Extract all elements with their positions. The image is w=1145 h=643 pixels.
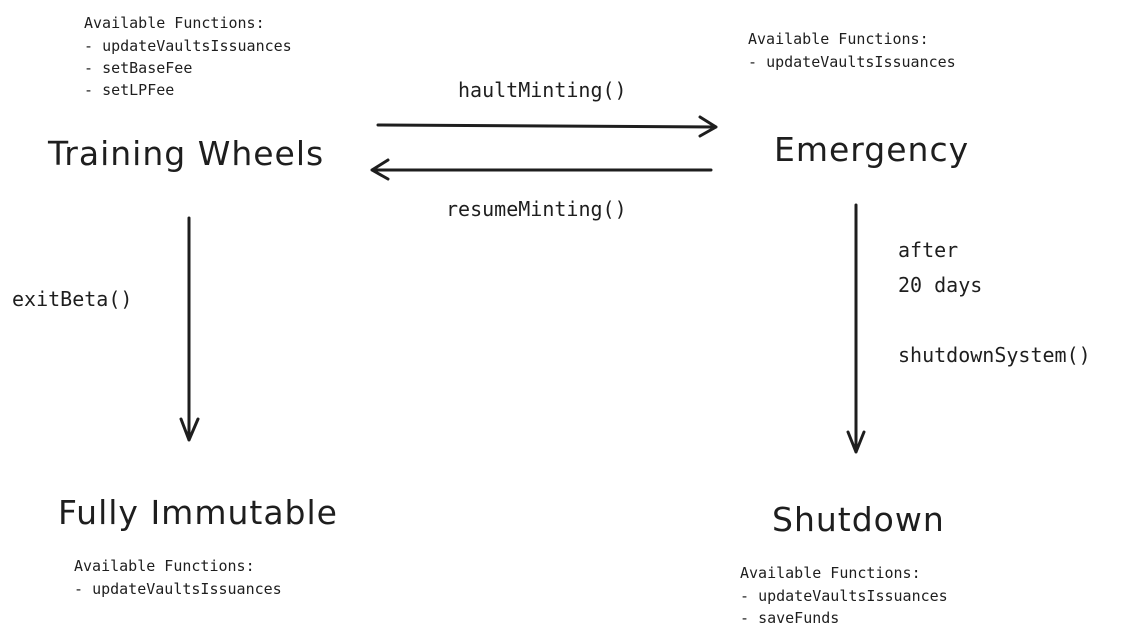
exit-beta-arrow [179, 216, 200, 442]
hault-minting-label: haultMinting() [458, 78, 627, 102]
function-item: updateVaultsIssuances [84, 35, 292, 57]
function-item: updateVaultsIssuances [748, 51, 956, 73]
shutdown-functions-list: updateVaultsIssuances saveFunds [740, 585, 948, 629]
fully-immutable-functions-list: updateVaultsIssuances [74, 578, 282, 600]
shutdown-system-arrow [846, 203, 866, 454]
hault-minting-arrow [376, 115, 718, 138]
fully-immutable-functions-heading: Available Functions: [74, 557, 255, 575]
training-wheels-functions-heading: Available Functions: [84, 14, 265, 32]
function-item: updateVaultsIssuances [740, 585, 948, 607]
shutdown-condition-label-line1: after [898, 238, 959, 262]
shutdown-system-label: shutdownSystem() [898, 343, 1091, 367]
state-shutdown: Shutdown [772, 500, 945, 539]
state-fully-immutable: Fully Immutable [58, 493, 338, 532]
shutdown-functions-heading: Available Functions: [740, 564, 921, 582]
function-item: updateVaultsIssuances [74, 578, 282, 600]
function-item: setBaseFee [84, 57, 292, 79]
emergency-functions-heading: Available Functions: [748, 30, 929, 48]
resume-minting-arrow [370, 158, 713, 181]
state-emergency: Emergency [774, 130, 970, 169]
state-training-wheels: Training Wheels [48, 134, 325, 173]
function-item: setLPFee [84, 79, 292, 101]
training-wheels-functions-list: updateVaultsIssuances setBaseFee setLPFe… [84, 35, 292, 101]
shutdown-condition-label-line2: 20 days [898, 273, 983, 297]
emergency-functions-list: updateVaultsIssuances [748, 51, 956, 73]
exit-beta-label: exitBeta() [12, 287, 133, 311]
resume-minting-label: resumeMinting() [446, 197, 627, 221]
function-item: saveFunds [740, 607, 948, 629]
